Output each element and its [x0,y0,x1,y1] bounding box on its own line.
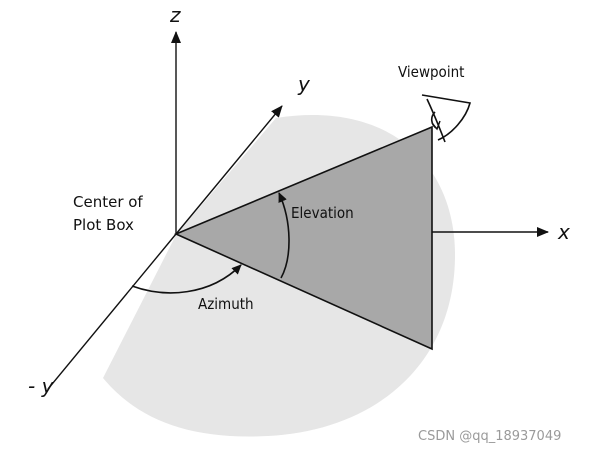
viewpoint-label: Viewpoint [398,63,464,81]
azimuth-arc [131,264,242,294]
x-axis-label: x [557,220,570,244]
eye-icon [421,94,472,143]
z-axis-label: z [169,3,181,27]
elevation-triangle [173,125,433,351]
y-axis-line [175,105,283,235]
elevation-arc [278,192,290,279]
y-axis-label: y [297,72,311,96]
azimuth-label: Azimuth [198,295,254,313]
elevation-label: Elevation [291,204,354,222]
neg-y-axis-line [47,233,177,390]
neg-y-axis-label: - y [28,374,55,398]
center-label-line2: Plot Box [73,216,134,234]
watermark: CSDN @qq_18937049 [418,429,561,444]
center-label-line1: Center of [73,193,143,211]
